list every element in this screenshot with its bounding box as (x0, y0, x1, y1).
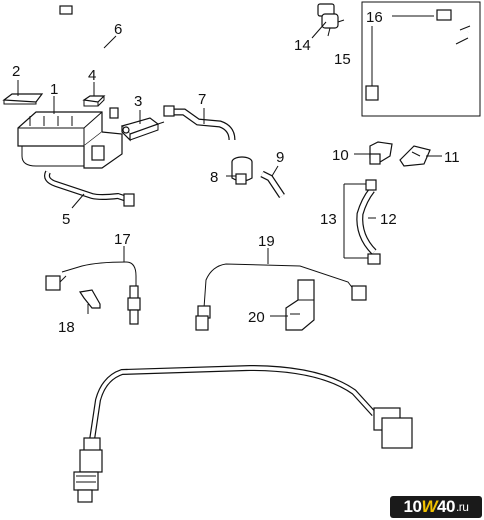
label-9: 9 (276, 149, 284, 166)
part-20-bracket (285, 279, 315, 331)
part-7-hose (163, 105, 236, 141)
label-7: 7 (198, 91, 206, 108)
label-16: 16 (366, 9, 383, 26)
part-11-bracket (399, 145, 431, 167)
leader-5 (71, 193, 85, 209)
leader-9 (271, 165, 279, 177)
label-1: 1 (50, 81, 58, 98)
part-6-hose (59, 5, 130, 119)
label-13: 13 (320, 211, 337, 228)
part-12-hose (356, 179, 381, 265)
part-19-sensor (195, 263, 367, 331)
part-17-sensor (45, 261, 141, 325)
oxygen-sensor-large (73, 364, 413, 503)
part-4-filter (82, 95, 106, 107)
part-10-valve (369, 141, 393, 165)
label-15: 15 (334, 51, 351, 68)
part-15-box (361, 1, 481, 117)
watermark-post: 40 (437, 497, 455, 516)
label-20: 20 (248, 309, 265, 326)
label-18: 18 (58, 319, 75, 336)
leader-14 (311, 21, 327, 39)
part-14-valve (317, 3, 345, 37)
label-4: 4 (88, 67, 96, 84)
label-2: 2 (12, 63, 20, 80)
part-3-solenoid (120, 117, 165, 142)
leader-6 (103, 35, 117, 49)
watermark-pre: 10 (403, 497, 422, 516)
label-19: 19 (258, 233, 275, 250)
label-10: 10 (332, 147, 349, 164)
part-8-valve (231, 156, 253, 185)
label-5: 5 (62, 211, 70, 228)
part-18-bracket (78, 289, 101, 309)
label-17: 17 (114, 231, 131, 248)
label-12: 12 (380, 211, 397, 228)
label-3: 3 (134, 93, 142, 110)
part-2-bracket (2, 93, 44, 105)
label-11: 11 (444, 149, 460, 166)
part-16-hose (365, 9, 471, 101)
label-8: 8 (210, 169, 218, 186)
watermark-suffix: .ru (455, 500, 469, 514)
part-5-hose (44, 170, 135, 207)
label-6: 6 (114, 21, 122, 38)
part-1-canister (17, 111, 123, 169)
part-9-hose (260, 170, 285, 198)
label-14: 14 (294, 37, 311, 54)
watermark-accent: W (421, 497, 438, 516)
